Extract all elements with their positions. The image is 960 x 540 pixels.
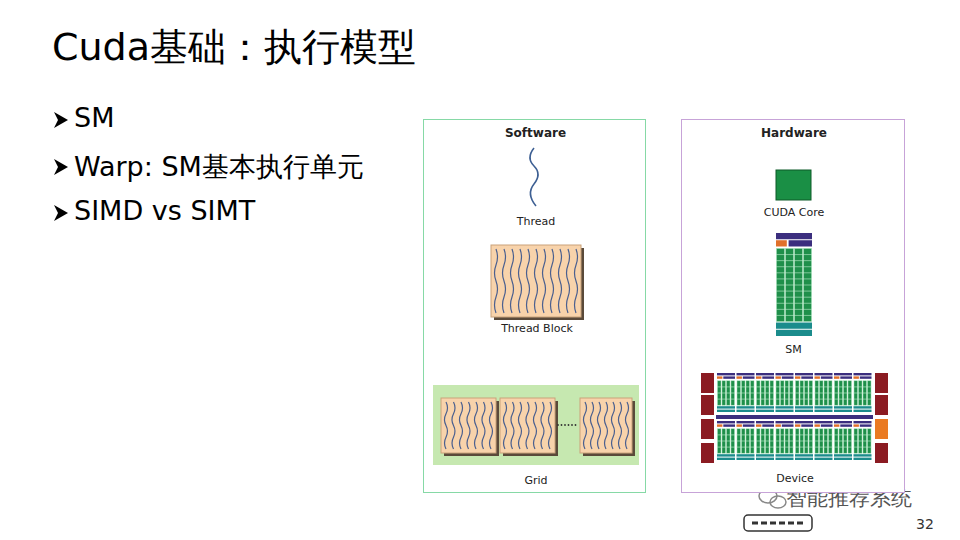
thread-block-icon: Thread Block [481,241,593,335]
sm-art [766,230,821,356]
panel-heading: Hardware [761,126,827,140]
node-label: Grid [524,474,547,487]
node-label: SM [785,343,801,356]
hardware-panel: HardwareCUDA CoreSM Device [681,119,905,493]
page-number: 32 [916,516,934,532]
sm-icon: SM [766,230,821,356]
bullet-item: Warp: SM基本执行单元 [74,149,364,185]
node-label: Device [776,472,814,485]
logo-mark [744,515,812,531]
grid-icon: Grid [433,385,639,487]
thread-block-art [481,241,593,335]
grid-art [433,385,639,487]
panel-heading: Software [505,126,566,140]
bullet-arrows [54,112,68,221]
bullet-item: SM [74,102,114,133]
node-label: Thread [517,215,555,228]
software-panel: SoftwareThreadThread BlockGrid [423,119,646,493]
device-art [699,367,891,485]
slide-title: Cuda基础：执行模型 [52,22,416,73]
node-label: CUDA Core [764,206,825,219]
bullet-item: SIMD vs SIMT [74,195,255,226]
node-label: Thread Block [501,322,573,335]
thread-icon: Thread [504,146,568,228]
cuda-core-icon: CUDA Core [761,167,827,219]
device-icon: Device [699,367,891,485]
